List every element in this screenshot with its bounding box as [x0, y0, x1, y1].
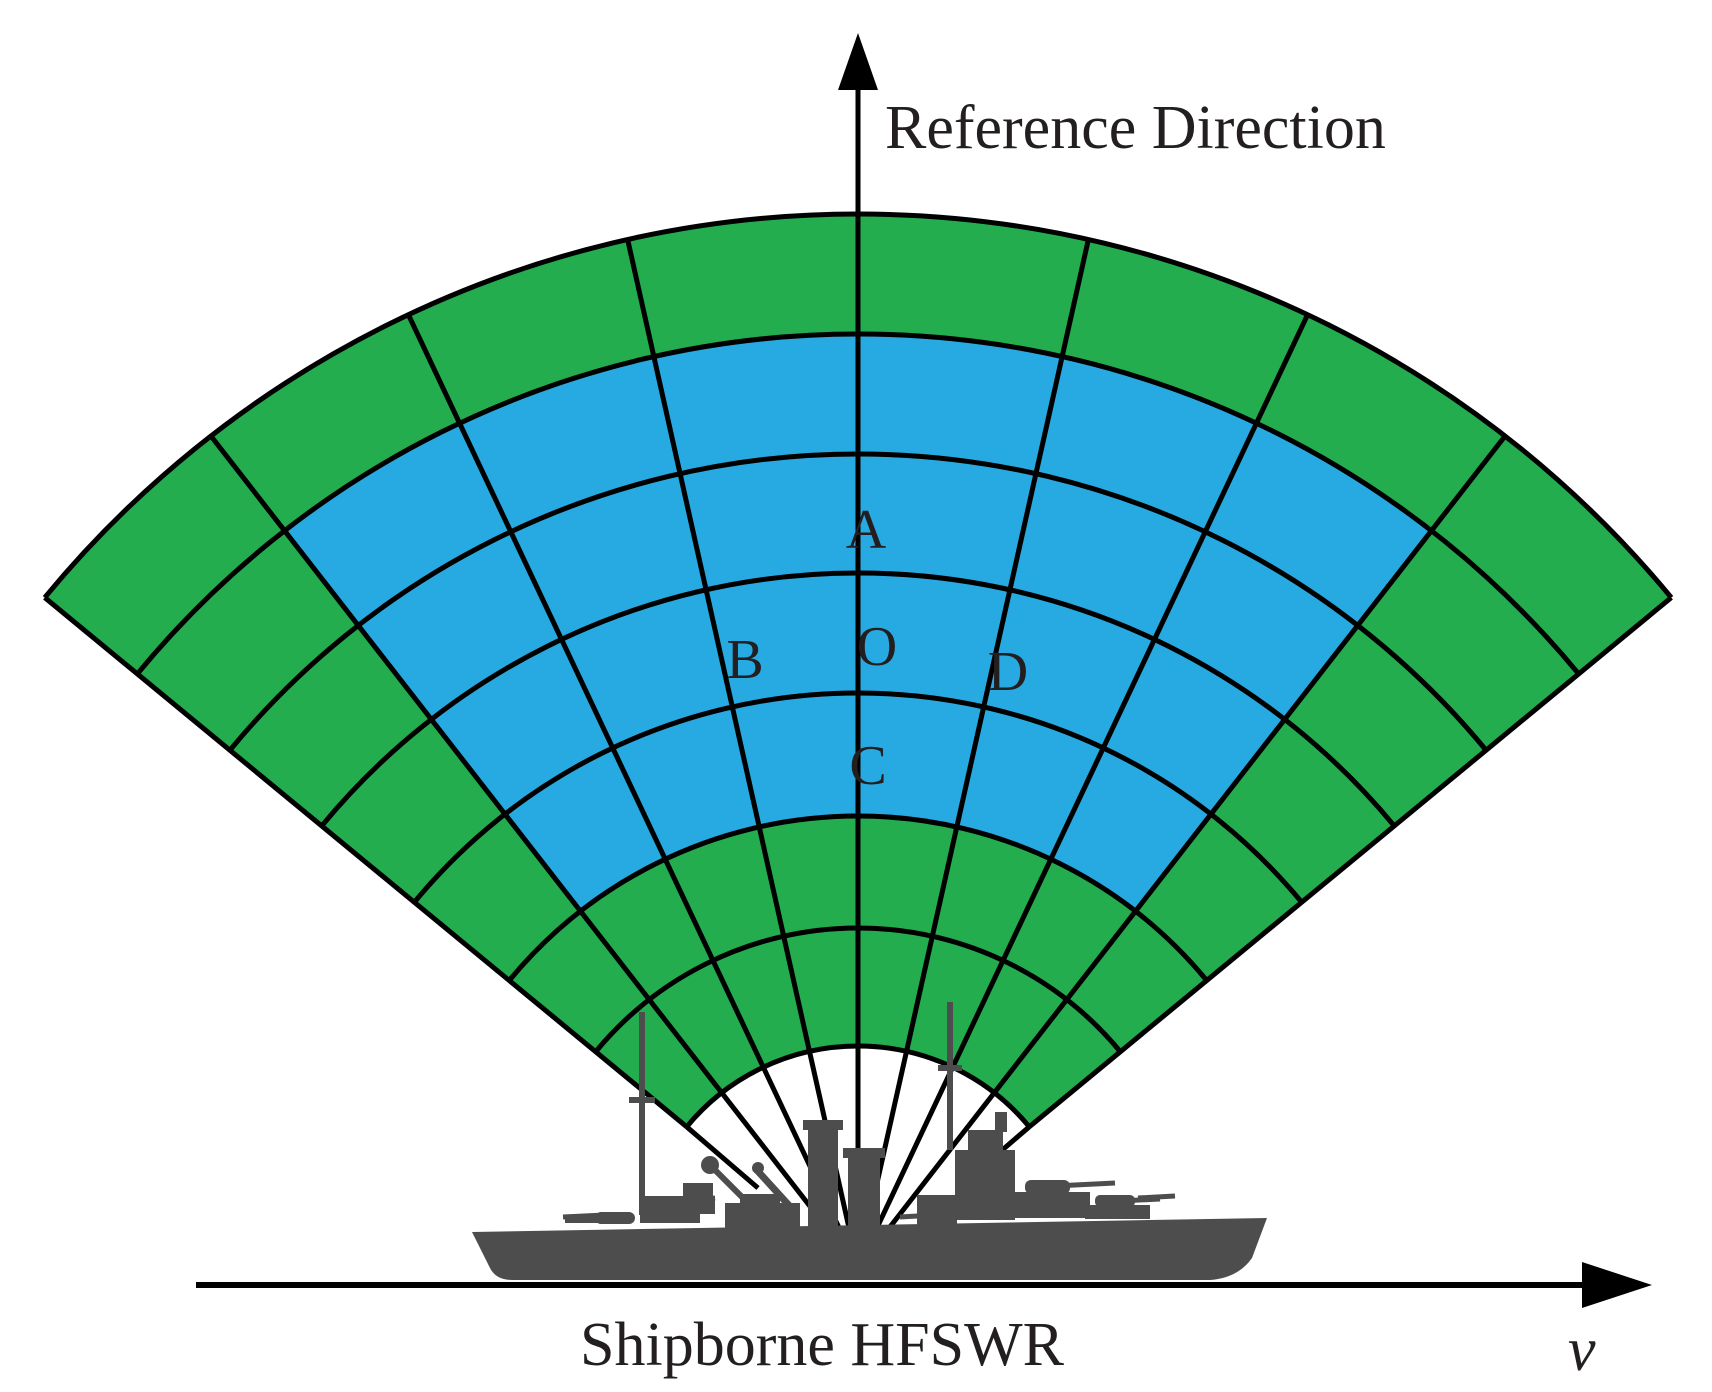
reference-cell — [653, 334, 858, 474]
reference-cell — [680, 454, 858, 590]
arrow-up-icon — [838, 33, 878, 90]
reference-cell — [706, 573, 858, 707]
cell-label-a: A — [846, 499, 887, 561]
warship-silhouette-icon — [472, 1002, 1267, 1280]
fan-edge-line — [685, 1124, 760, 1190]
reference-cell — [858, 693, 984, 827]
guard-cell — [994, 999, 1121, 1127]
guard-cell — [952, 960, 1067, 1093]
guard-cell — [595, 999, 722, 1127]
guard-cell — [906, 936, 1004, 1068]
guard-cell — [1357, 530, 1579, 751]
guard-cell — [932, 826, 1051, 961]
guard-cell — [858, 928, 933, 1052]
velocity-axis — [196, 1262, 1652, 1308]
azimuth-line — [625, 238, 852, 1230]
guard-cell — [229, 625, 432, 826]
reference-direction-arrow — [838, 33, 878, 226]
guard-cell — [858, 214, 1089, 357]
reference-cell — [1205, 423, 1432, 626]
reference-cell — [1009, 473, 1206, 640]
guard-cell — [321, 719, 505, 903]
reference-cell — [732, 693, 858, 827]
guard-cell — [137, 530, 359, 751]
reference-cell — [858, 454, 1036, 590]
reference-cell — [858, 334, 1063, 474]
shipborne-hfswr-label: Shipborne HFSWR — [580, 1311, 1065, 1379]
guard-cell — [649, 960, 764, 1093]
arrow-right-icon — [1582, 1262, 1652, 1308]
guard-cell — [44, 436, 285, 674]
guard-cell — [1431, 436, 1672, 674]
guard-cell — [1256, 314, 1506, 531]
reference-cell — [358, 531, 562, 720]
grid-lines — [42, 211, 1674, 1238]
guard-cell — [1135, 814, 1302, 981]
guard-cell — [1066, 911, 1207, 1052]
reference-cell — [983, 589, 1155, 748]
azimuth-line — [43, 595, 689, 1129]
guard-cell — [1284, 625, 1487, 826]
guard-cell — [783, 928, 858, 1052]
guard-cell — [759, 816, 858, 937]
guard-cell — [665, 826, 784, 961]
cell-label-o: O — [857, 616, 897, 678]
cell-label-d: D — [988, 641, 1028, 703]
azimuth-line — [208, 434, 836, 1238]
cell-label-b: B — [726, 629, 763, 691]
reference-cell — [1154, 531, 1358, 720]
cell-label-c: C — [849, 735, 886, 797]
reference-direction-label: Reference Direction — [885, 94, 1386, 162]
azimuth-line — [406, 313, 844, 1233]
reference-cell — [510, 473, 707, 640]
reference-cell — [561, 589, 733, 748]
reference-cell — [284, 423, 511, 626]
guard-cell — [210, 314, 460, 531]
reference-cell — [858, 573, 1010, 707]
reference-cell — [504, 747, 666, 912]
guard-cell — [509, 911, 650, 1052]
azimuth-line — [1027, 595, 1673, 1129]
guard-cell — [858, 816, 957, 937]
azimuth-line — [864, 238, 1091, 1230]
velocity-label: v — [1568, 1316, 1596, 1384]
azimuth-line — [880, 434, 1508, 1238]
guard-cell — [627, 214, 858, 357]
guard-cell — [408, 239, 654, 424]
guard-cell — [712, 936, 810, 1068]
guard-cell — [1062, 239, 1308, 424]
reference-cell — [1050, 747, 1212, 912]
guard-cell — [1211, 719, 1395, 903]
guard-cell — [414, 814, 581, 981]
